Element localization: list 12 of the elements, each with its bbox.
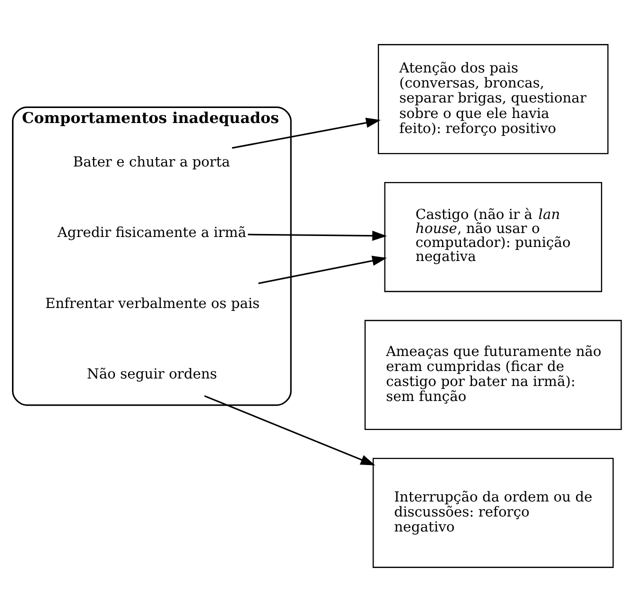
node-box: Ameaças que futuramente não eram cumpridas (ficar de castigo por bater na irmã): sem função [364,319,622,430]
node-text: Agredir fisicamente a irmã [57,224,246,241]
node-text: Não seguir ordens [86,366,218,382]
node-text: Enfrentar verbalmente os pais [45,295,260,312]
node-box: Atenção dos pais (conversas, broncas, separar brigas, questionar sobre o que ele havia feito): reforço positivo [378,44,608,154]
arrow [258,255,387,284]
arrow [204,394,376,465]
arrow [248,230,387,240]
node-box: Castigo (não ir à lan house, não usar o computador): punição negativa [384,181,602,292]
node-text: Bater e chutar a porta [73,154,230,170]
node-box: Interrupção da ordem ou de discussões: reforço negativo [372,457,614,568]
arrow [232,117,381,148]
